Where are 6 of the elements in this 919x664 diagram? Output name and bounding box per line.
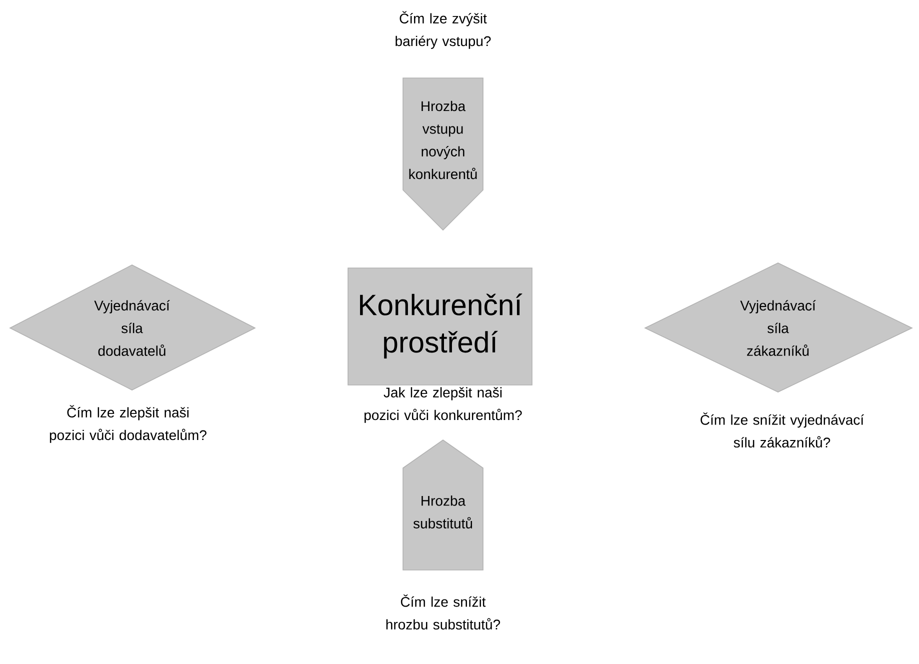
question-text: Čím lze snížit vyjednávací sílu zákazníků?	[700, 412, 864, 448]
concept-box: Konkurenční prostředí	[348, 268, 532, 386]
question-text: Čím lze zlepšit naši pozici vůči dodavatelům?	[50, 405, 206, 443]
question-text: Čím lze snížit hrozbu substitutů?	[386, 594, 500, 630]
question-text: Jak lze zlepšit naši pozici vůči konkurentům?	[364, 387, 522, 423]
question-text: Čím lze zvýšit bariéry vstupu?	[396, 11, 491, 49]
